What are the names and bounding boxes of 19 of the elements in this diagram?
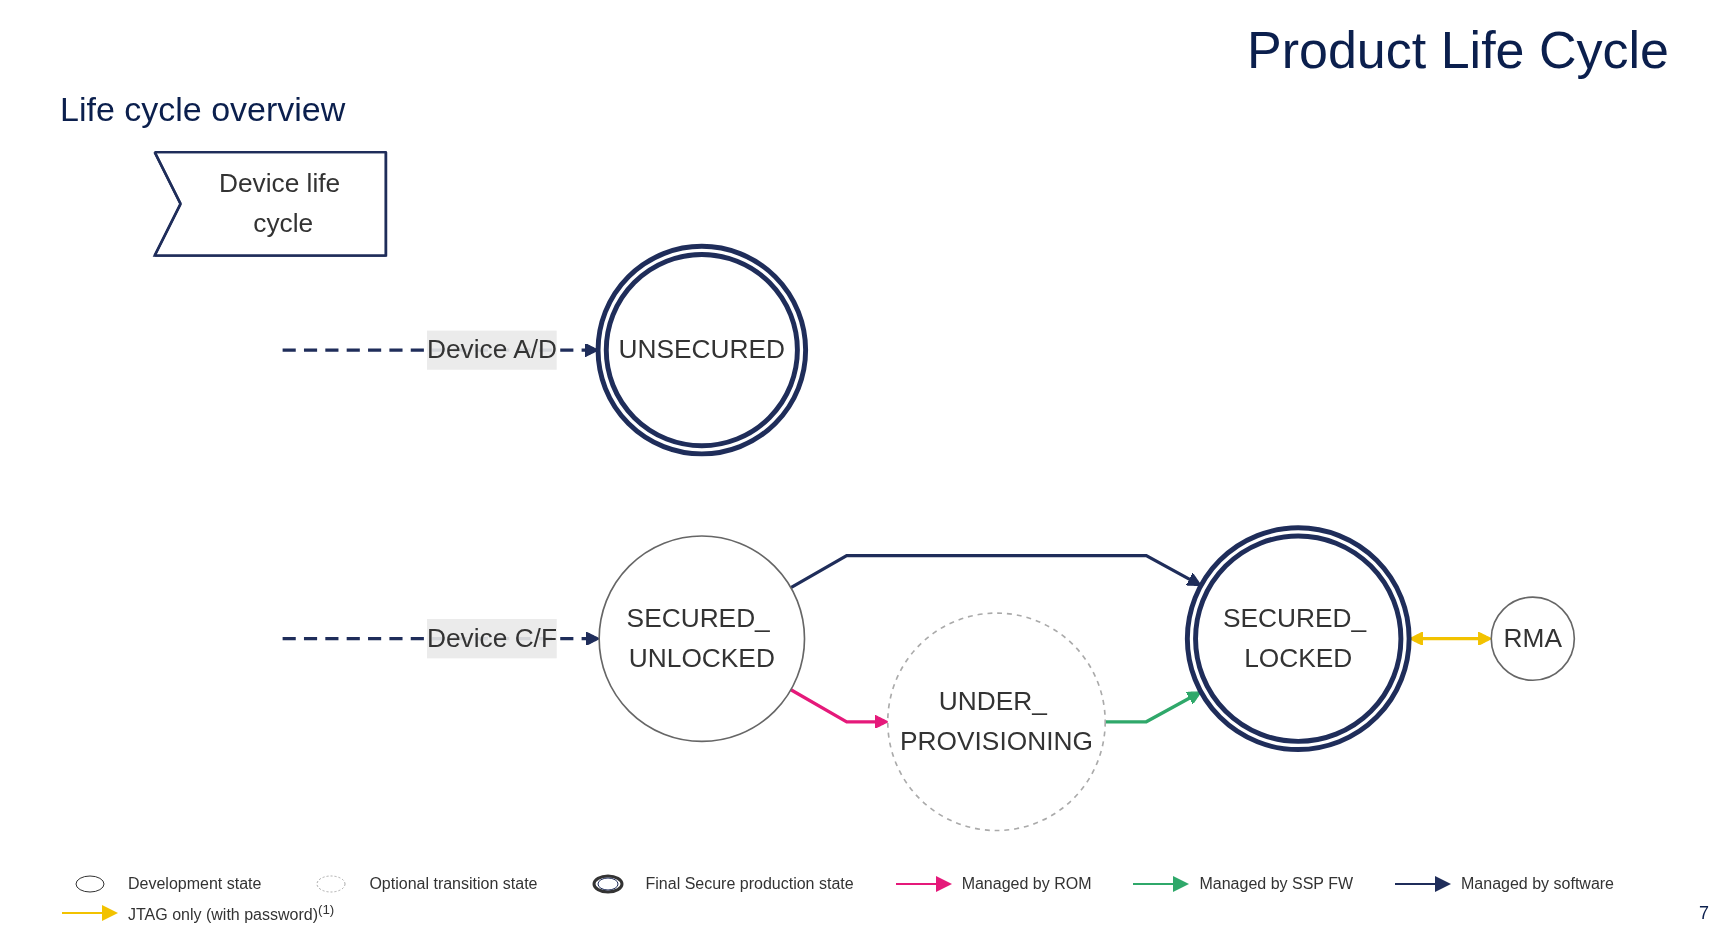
node-circle: UNDER_ PROVISIONING [886,612,1106,832]
edge-label: Device A/D [426,335,557,364]
node-circle: UNSECURED [595,243,809,457]
legend-text: JTAG only (with password)$^{(1)}$ [128,901,335,924]
node-circle: SECURED_ LOCKED [1184,525,1412,753]
legend-text: Managed by SSP FW [1199,874,1354,893]
legend-text: Optional transition state [369,874,538,893]
legend-text: Final Secure production state [645,874,854,893]
arrow [790,553,1202,590]
legend-text: Managed by software [1461,874,1614,893]
legend-text: Managed by ROM [961,874,1092,893]
slide-title: Product Life Cycle [1246,20,1669,80]
node-circle: RMA [1490,596,1576,682]
node-circle: SECURED_ UNLOCKED [598,535,806,743]
edge-label: Device C/F [426,623,557,652]
page-number: 7 [1699,903,1709,924]
legend-text: Development state [128,874,262,893]
arrow [1105,691,1202,724]
bullet-text: Life cycle overview [60,90,347,129]
